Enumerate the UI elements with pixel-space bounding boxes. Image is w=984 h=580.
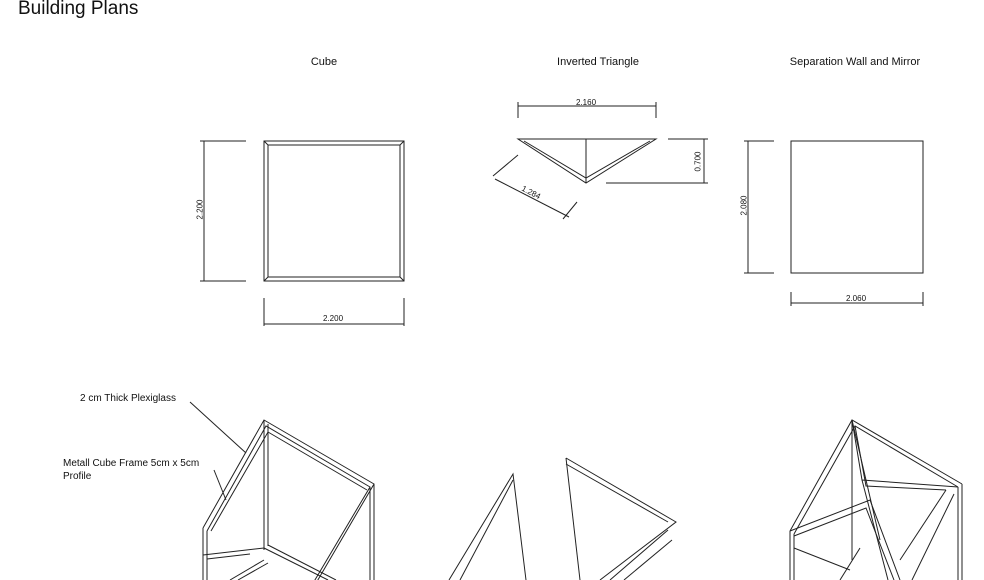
triangle-height-label: 0.700 <box>693 151 703 172</box>
triangle-width-label: 2.160 <box>576 98 597 107</box>
isometric-triangles <box>448 457 677 580</box>
inverted-triangle-title: Inverted Triangle <box>557 56 639 68</box>
wall-width-label: 2.060 <box>846 294 867 303</box>
triangle-side-dimension <box>492 154 578 220</box>
wall-width-dimension <box>790 292 924 306</box>
cube-width-label: 2.200 <box>323 314 344 323</box>
frame-annotation-line2: Profile <box>63 471 92 482</box>
triangle-width-dimension <box>517 102 657 118</box>
cube-width-dimension <box>263 298 405 326</box>
triangle-height-dimension <box>606 138 708 184</box>
page-title: Building Plans <box>18 0 139 19</box>
separation-wall-plan <box>790 140 924 274</box>
cube-plan <box>263 140 405 282</box>
inverted-triangle-plan <box>516 138 658 184</box>
wall-height-dimension <box>744 140 774 274</box>
cube-height-label: 2.200 <box>195 199 205 220</box>
separation-wall-title: Separation Wall and Mirror <box>789 56 921 68</box>
annotation-leaders <box>189 401 247 501</box>
isometric-wall-mirror <box>789 419 963 580</box>
plexiglass-annotation: 2 cm Thick Plexiglass <box>80 393 176 404</box>
cube-height-dimension <box>200 140 246 282</box>
isometric-cube-frame <box>202 419 375 580</box>
cube-title: Cube <box>310 56 338 68</box>
frame-annotation-line1: Metall Cube Frame 5cm x 5cm <box>63 458 200 469</box>
wall-height-label: 2.080 <box>739 195 749 216</box>
